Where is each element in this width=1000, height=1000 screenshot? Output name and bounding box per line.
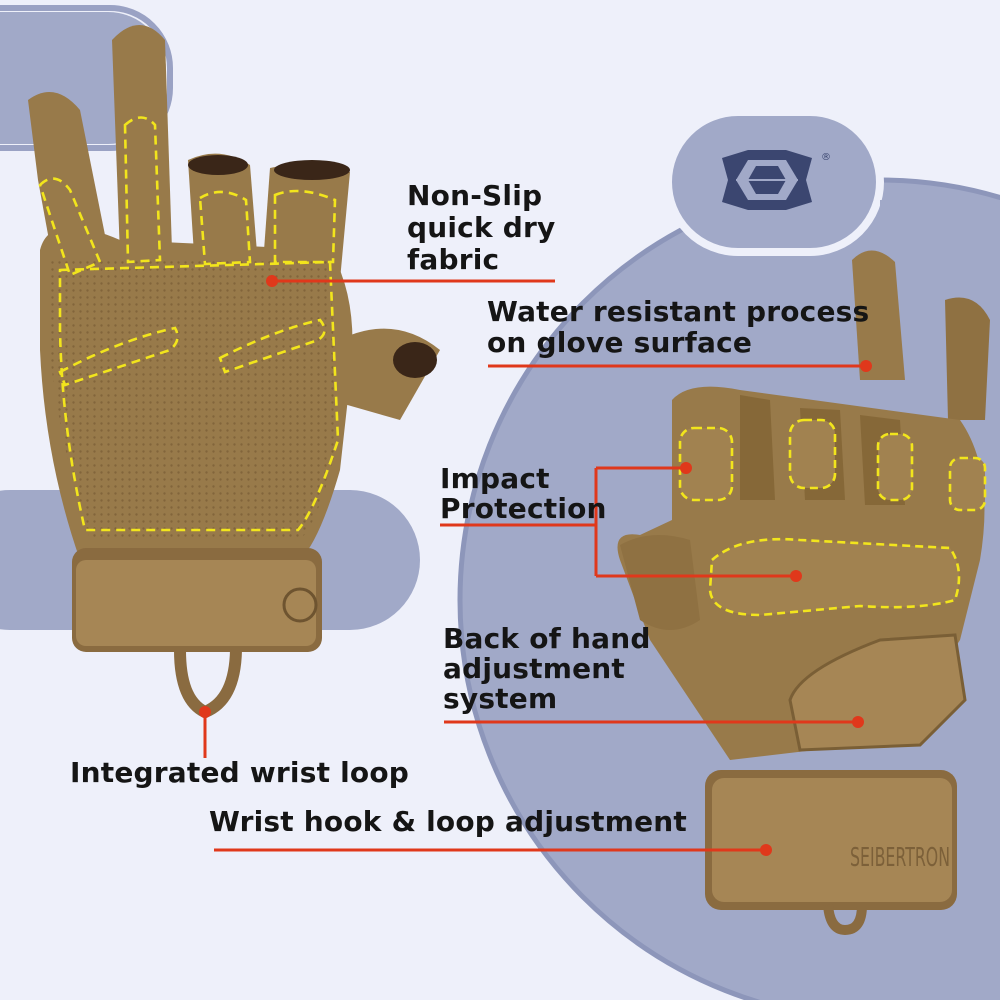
right-wrist-loop xyxy=(823,904,867,936)
label-non-slip: Non-Slip quick dry fabric xyxy=(407,179,556,276)
label-water-resistant: Water resistant process on glove surface xyxy=(487,295,870,359)
impact-bracket xyxy=(440,466,796,578)
label-back-of-hand: Back of hand adjustment system xyxy=(443,622,651,715)
right-pinky-finger xyxy=(945,297,990,420)
cuff-brand-text: SEIBERTRON xyxy=(850,843,950,873)
left-glove-palm xyxy=(28,25,440,719)
index-finger xyxy=(112,25,172,255)
label-impact-protection: Impact Protection xyxy=(440,462,607,525)
seibertron-shield-icon xyxy=(722,150,812,210)
label-wrist-loop: Integrated wrist loop xyxy=(70,756,410,789)
wrist-loop xyxy=(174,649,242,719)
label-wrist-hook: Wrist hook & loop adjustment xyxy=(209,805,688,838)
right-index-finger xyxy=(852,250,905,380)
registered-mark: ® xyxy=(821,152,831,163)
callout-lines xyxy=(199,275,872,856)
right-thumb xyxy=(620,535,700,630)
middle-finger xyxy=(188,153,258,270)
